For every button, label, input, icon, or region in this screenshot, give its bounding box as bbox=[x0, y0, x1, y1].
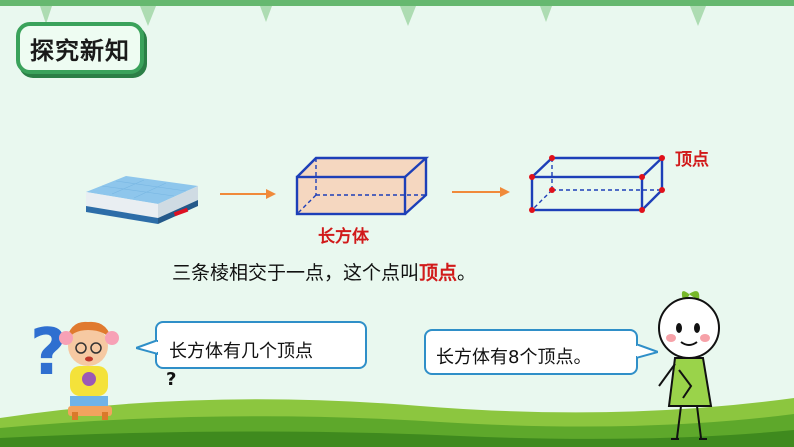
girl-character: ? bbox=[30, 316, 119, 420]
shape-label: 长方体 bbox=[318, 227, 369, 247]
mattress-image bbox=[86, 176, 198, 224]
vertex-label: 顶点 bbox=[675, 150, 709, 170]
section-title: 探究新知 bbox=[30, 36, 130, 65]
sentence-text: 三条棱相交于一点，这个点叫 bbox=[172, 262, 420, 284]
arrow-right-icon bbox=[452, 187, 510, 197]
top-border-decoration bbox=[0, 0, 794, 26]
section-title-badge: 探究新知 bbox=[16, 22, 144, 74]
svg-text:?: ? bbox=[30, 316, 67, 390]
question-text: 长方体有几个顶点 bbox=[169, 341, 313, 362]
cuboid-wireframe bbox=[529, 155, 666, 213]
sentence-end: 。 bbox=[457, 262, 477, 284]
question-bubble: 长方体有几个顶点 bbox=[155, 321, 367, 369]
definition-sentence: 三条棱相交于一点，这个点叫顶点。 bbox=[172, 258, 476, 285]
vertex-dots bbox=[529, 155, 665, 213]
answer-text: 长方体有8个顶点。 bbox=[436, 347, 592, 368]
cuboid-solid bbox=[295, 156, 430, 216]
sentence-highlight: 顶点 bbox=[419, 262, 458, 284]
grass-ground bbox=[0, 398, 794, 447]
answer-bubble: 长方体有8个顶点。 bbox=[424, 329, 638, 375]
boy-character bbox=[658, 291, 720, 440]
arrow-right-icon bbox=[220, 189, 276, 199]
bubble-tail bbox=[136, 340, 158, 356]
question-mark-line: ? bbox=[166, 369, 177, 390]
bubble-tail bbox=[636, 344, 658, 360]
